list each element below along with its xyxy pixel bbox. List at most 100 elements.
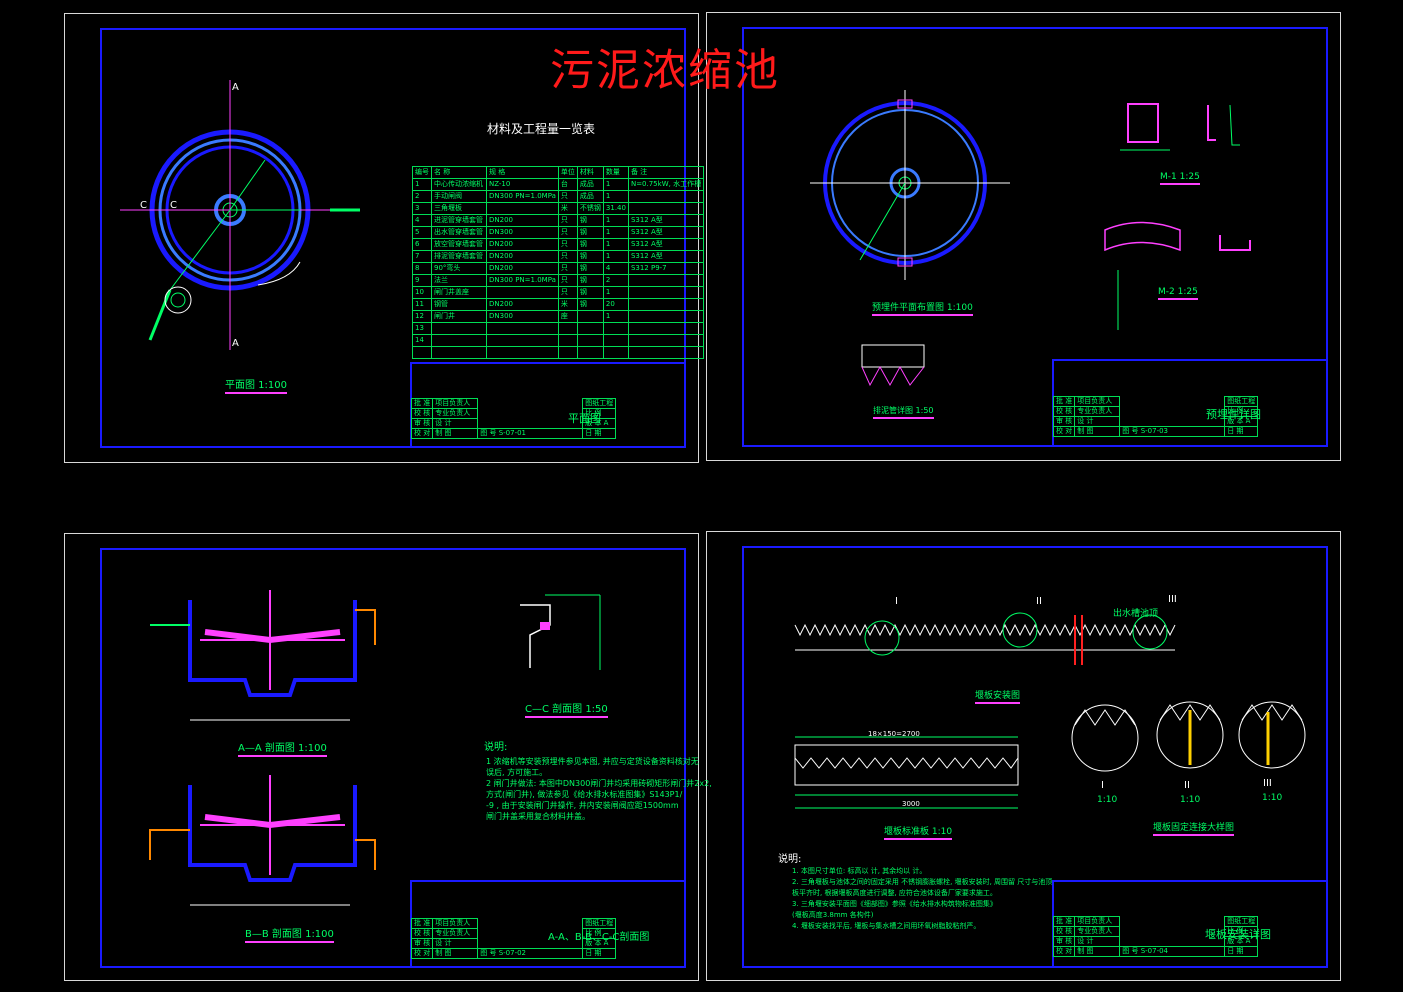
cell: 12 <box>412 310 432 323</box>
cell <box>431 322 487 335</box>
cell: 只 <box>557 190 578 203</box>
weir-install-title: 堰板安装图 <box>975 688 1021 704</box>
embedded-view-title: 预埋件平面布置图 1:100 <box>872 300 973 316</box>
cell: 20 <box>602 298 629 311</box>
cell <box>412 346 432 359</box>
cell: DN300 PN=1.0MPa <box>486 274 559 287</box>
weir-circle-label-3: III <box>1263 778 1272 789</box>
cell: 1 <box>602 250 629 263</box>
cell <box>627 190 705 203</box>
frame-weir <box>742 546 1328 968</box>
cell: 放空管穿墙套管 <box>431 238 487 251</box>
detail-pipe-label: 排泥管详图 1:50 <box>873 405 934 419</box>
cell: 图 号 S-07-01 <box>477 428 584 439</box>
svg-text:C: C <box>140 200 147 211</box>
sections-notes: 1 浓缩机等安装预埋件参见本图, 并应与定货设备资料核对无 误后, 方可施工。 … <box>486 756 712 822</box>
cell: 只 <box>557 226 578 239</box>
cell: 审 核 <box>410 938 434 949</box>
title-block-grid-weir: 批 准项目负责人图纸工程 校 核专业负责人比 例 审 核设 计版 本 A 校 对… <box>1052 916 1259 957</box>
weir-circle-scale-3: 1:10 <box>1262 793 1283 803</box>
cell: 制 图 <box>432 428 479 439</box>
cell: 1 <box>602 286 629 299</box>
cell <box>486 334 559 347</box>
cell: 3 <box>412 202 432 215</box>
drawing-no: S-07-04 <box>1140 947 1169 955</box>
cell: DN200 <box>486 214 559 227</box>
cell: 校 对 <box>410 948 434 959</box>
cell: 图纸工程 <box>582 918 617 929</box>
cell: 图纸工程 <box>1224 916 1259 927</box>
cell <box>602 322 629 335</box>
cell <box>627 202 705 215</box>
cell: 校 核 <box>1052 926 1076 937</box>
cell: 14 <box>412 334 432 347</box>
cell: 米 <box>557 202 578 215</box>
header-unit: 单位 <box>557 166 578 179</box>
cell: S312 P9-7 <box>627 262 705 275</box>
weir-dim-total: 3000 <box>902 800 920 808</box>
cell <box>486 346 559 359</box>
drawing-no-label: 图 号 <box>1122 947 1139 955</box>
cell <box>627 310 705 323</box>
cell <box>627 334 705 347</box>
cell: 10 <box>412 286 432 299</box>
cell: S312 A型 <box>627 214 705 227</box>
cell: 图纸工程 <box>1224 396 1259 407</box>
header-material: 材料 <box>576 166 604 179</box>
cell: 不锈钢 <box>576 202 604 215</box>
cell: 校 核 <box>410 928 434 939</box>
cell: 只 <box>557 286 578 299</box>
weir-notes-title: 说明: <box>778 854 802 865</box>
cell: DN300 <box>486 310 559 323</box>
svg-text:C: C <box>170 200 177 211</box>
cell: 钢 <box>576 262 604 275</box>
plan-view-title: 平面图 1:100 <box>225 376 287 394</box>
header-name: 名 称 <box>431 166 487 179</box>
weir-detail-marker-3: III <box>1168 594 1177 605</box>
cell: 设 计 <box>1074 416 1121 427</box>
cell <box>627 322 705 335</box>
cell: 专业负责人 <box>432 408 479 419</box>
note-line: 误后, 方可施工。 <box>486 768 548 777</box>
cell: 1 <box>602 214 629 227</box>
weir-detail-marker-2: II <box>1036 596 1042 607</box>
cell: 三角堰板 <box>431 202 487 215</box>
materials-table-title: 材料及工程量一览表 <box>487 122 596 136</box>
weir-install-drawing <box>794 612 1306 809</box>
cell <box>557 346 578 359</box>
cell: 进泥管穿墙套管 <box>431 214 487 227</box>
weir-standard-title: 堰板标准板 1:10 <box>884 824 953 840</box>
cell: 米 <box>557 298 578 311</box>
cell: 专业负责人 <box>432 928 479 939</box>
cell: 2 <box>602 274 629 287</box>
section-aa-title: A—A 剖面图 1:100 <box>238 739 327 757</box>
cell: 设 计 <box>1074 936 1121 947</box>
cell: 制 图 <box>432 948 479 959</box>
drawing-no-label: 图 号 <box>480 429 497 437</box>
cell <box>576 310 604 323</box>
drawing-no: S-07-03 <box>1140 427 1169 435</box>
cell <box>627 286 705 299</box>
cell <box>486 322 559 335</box>
cell: 只 <box>557 214 578 227</box>
cell: 专业负责人 <box>1074 406 1121 417</box>
cell: 项目负责人 <box>1074 396 1121 407</box>
cell: 90°弯头 <box>431 262 487 275</box>
cell: 31.40 <box>602 202 629 215</box>
cell: 1 <box>602 190 629 203</box>
cell: 设 计 <box>432 418 479 429</box>
weir-circle-scale-1: 1:10 <box>1097 795 1118 805</box>
cell: 钢管 <box>431 298 487 311</box>
cell: 钢 <box>576 250 604 263</box>
title-block-grid-sections: 批 准项目负责人图纸工程 校 核专业负责人比 例 审 核设 计版 本 A 校 对… <box>410 918 617 959</box>
cell: 审 核 <box>410 418 434 429</box>
cell: 钢 <box>576 298 604 311</box>
cell: 批 准 <box>1052 396 1076 407</box>
section-bb-drawing <box>149 775 376 906</box>
cell: 制 图 <box>1074 426 1121 437</box>
cell: 校 核 <box>410 408 434 419</box>
cell: 手动闸阀 <box>431 190 487 203</box>
